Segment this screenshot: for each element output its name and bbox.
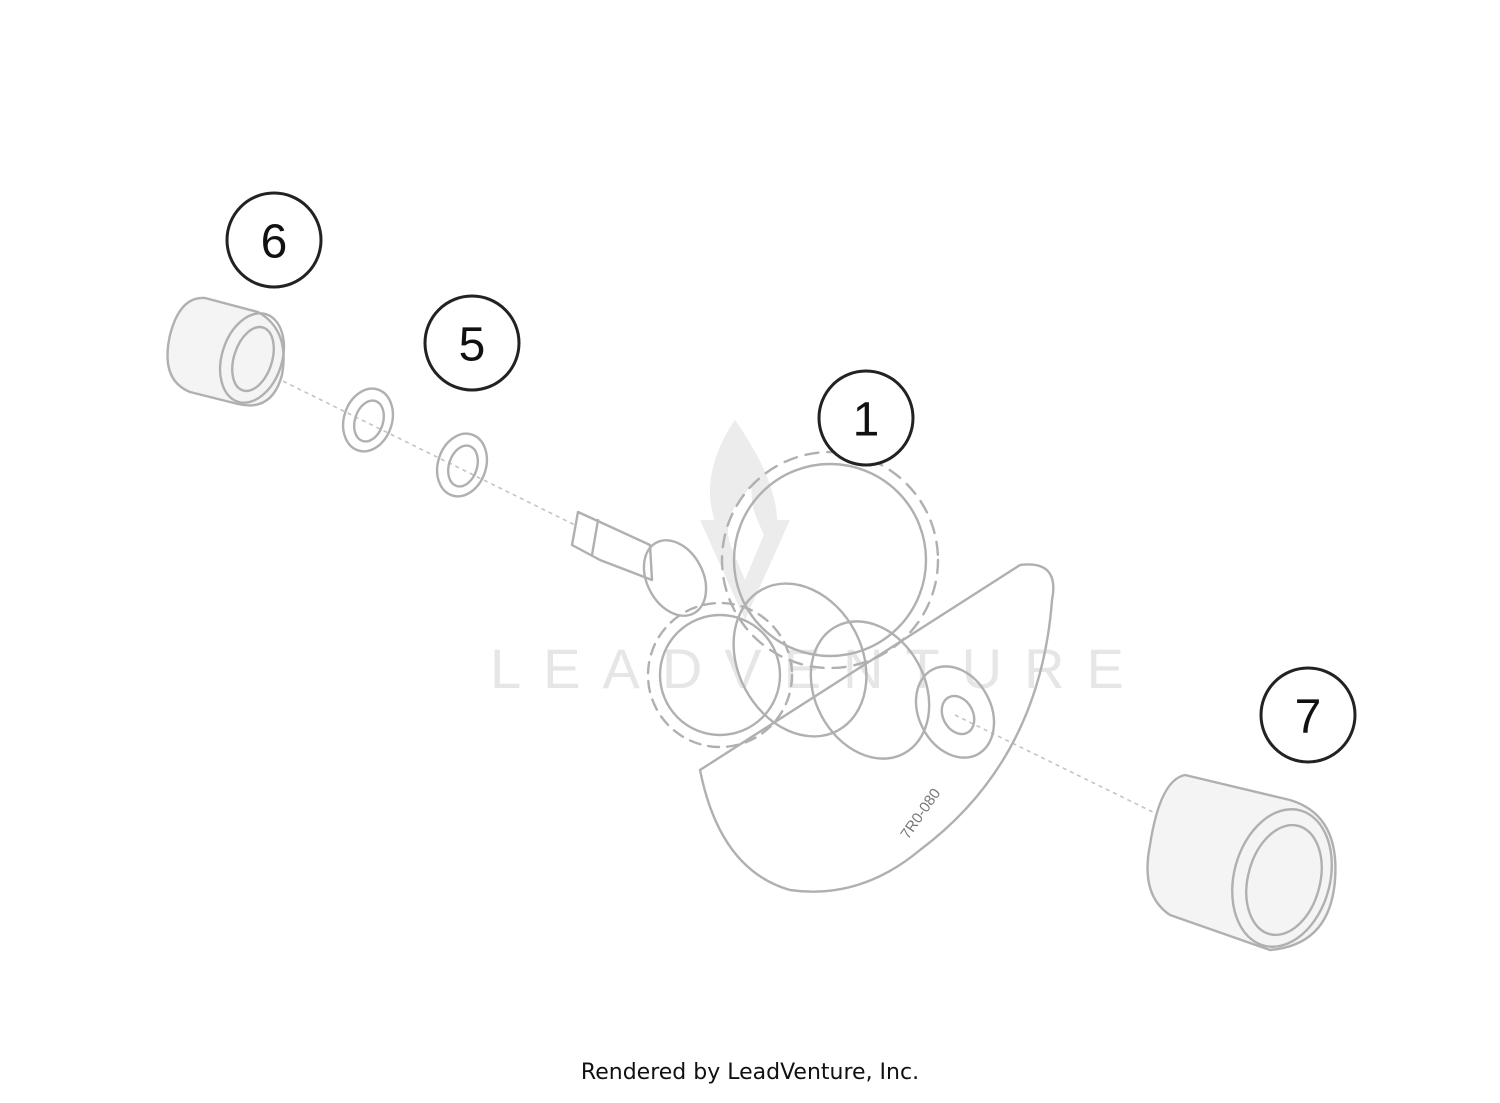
watermark-text: LEADVENTURE	[490, 637, 1146, 700]
callout-6[interactable]: 6	[225, 191, 323, 289]
callout-6-label: 6	[261, 216, 288, 269]
callout-7[interactable]: 7	[1259, 666, 1357, 764]
callout-5[interactable]: 5	[423, 294, 521, 392]
callout-5-label: 5	[459, 319, 486, 372]
part-stamp: 7R0-080	[897, 785, 944, 842]
callout-1[interactable]: 1	[817, 369, 915, 467]
callout-1-label: 1	[853, 394, 880, 447]
watermark: LEADVENTURE	[490, 420, 1146, 700]
render-credit: Rendered by LeadVenture, Inc.	[580, 1060, 920, 1085]
parts-diagram: LEADVENTURE	[166, 191, 1357, 952]
bushing-part-6	[166, 296, 286, 407]
bushing-part-7	[1146, 773, 1337, 952]
axis-lines	[239, 359, 1166, 819]
washer-part-5b	[435, 432, 489, 498]
callout-7-label: 7	[1295, 691, 1322, 744]
washer-part-5a	[341, 387, 395, 453]
